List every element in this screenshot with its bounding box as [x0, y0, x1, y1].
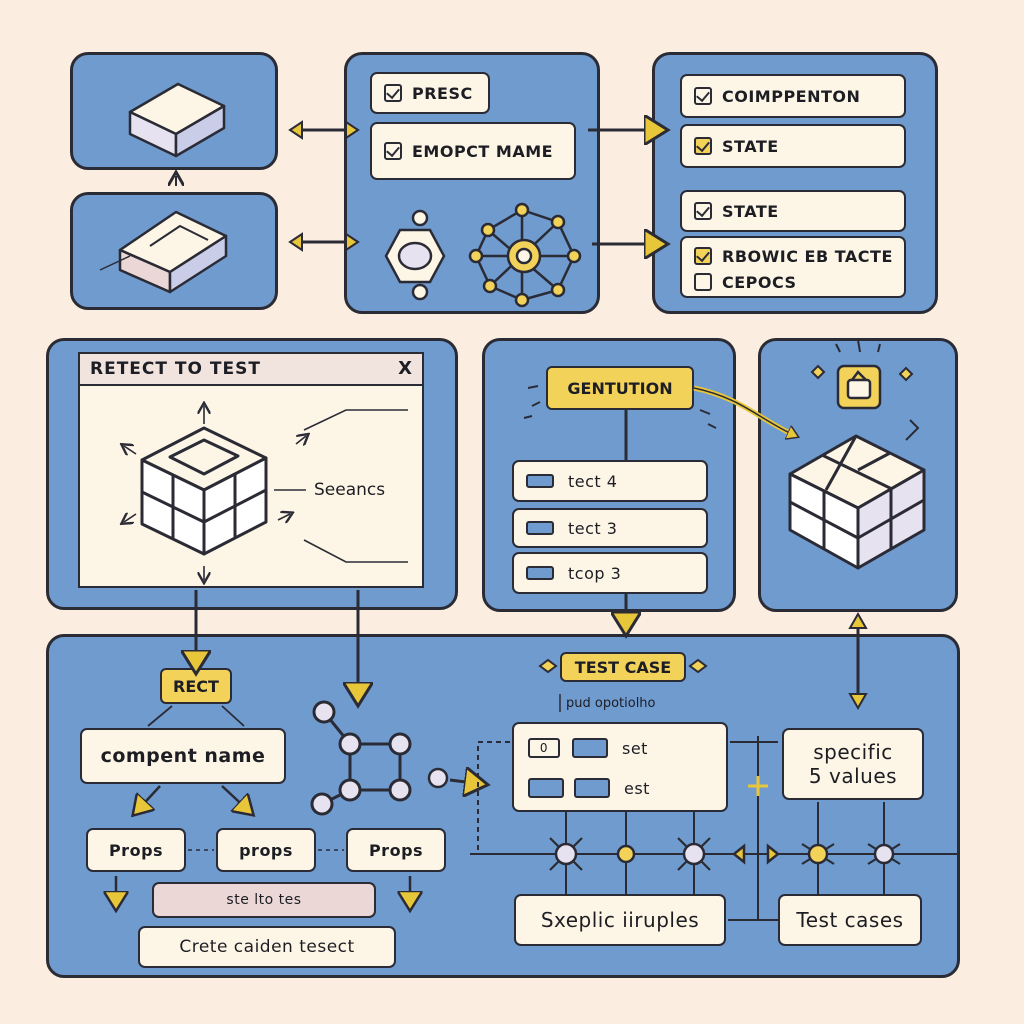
checkbox-icon[interactable] — [384, 142, 402, 160]
props-arrows — [116, 785, 410, 906]
component-name-label: compent name — [100, 745, 266, 767]
checkbox-icon[interactable] — [384, 84, 402, 102]
plus-marks — [748, 776, 768, 796]
rubik-cube-icon — [140, 426, 268, 556]
state-bar[interactable]: ste lto tes — [152, 882, 376, 918]
generation-tag[interactable]: GENTUTION — [546, 366, 694, 410]
component-card[interactable]: COIMPPENTON — [680, 74, 906, 118]
gen-list-item-3[interactable]: tcop 3 — [512, 552, 708, 594]
name-field-label: EMOPCT MAME — [412, 141, 554, 161]
est-label: est — [624, 778, 650, 798]
checkbox-icon[interactable] — [694, 202, 712, 220]
zero-box[interactable]: 0 — [528, 738, 560, 758]
sparkle-marks — [523, 385, 717, 429]
props-label-3: Props — [368, 840, 424, 860]
tile-icon — [118, 210, 228, 294]
double-arrow-1 — [288, 120, 360, 140]
checkbox-icon[interactable] — [694, 247, 712, 265]
toggle-icon[interactable] — [572, 738, 608, 758]
diamond-icons — [810, 339, 920, 441]
window-side-label: Seeancs — [314, 480, 386, 500]
flow-lines — [470, 736, 960, 921]
specific-label-2: 5 values — [808, 764, 898, 788]
gen-list-label-3: tcop 3 — [568, 563, 622, 583]
test-cases-box[interactable]: Test cases — [778, 894, 922, 946]
state-label-1: STATE — [722, 136, 779, 156]
reactive-state-card[interactable]: RBOWIC EB TACTE CEPOCS — [680, 236, 906, 298]
create-box[interactable]: Crete caiden tesect — [138, 926, 396, 968]
flow-nodes — [549, 837, 901, 871]
vertical-double-arrow — [848, 611, 868, 711]
create-box-label: Crete caiden tesect — [179, 937, 355, 957]
props-box-3[interactable]: Props — [346, 828, 446, 872]
specific-label-1: specific — [813, 740, 893, 764]
gen-list-item-2[interactable]: tect 3 — [512, 508, 708, 548]
double-arrow-2 — [288, 232, 360, 252]
state-bar-label: ste lto tes — [226, 892, 302, 908]
component-name-box[interactable]: compent name — [80, 728, 286, 784]
presc-label: PRESC — [412, 83, 473, 103]
set-card[interactable]: 0 set est — [512, 722, 728, 812]
zero-label: 0 — [539, 741, 549, 755]
reactive-state-label-2: CEPOCS — [722, 272, 797, 292]
state-card-1[interactable]: STATE — [680, 124, 906, 168]
state-card-2[interactable]: STATE — [680, 190, 906, 232]
gen-list-label-2: tect 3 — [568, 518, 618, 538]
lock-icon — [836, 364, 882, 410]
node-dot-icon — [427, 767, 449, 789]
gen-list-label-1: tect 4 — [568, 471, 618, 491]
checkbox-icon[interactable] — [694, 137, 712, 155]
close-icon[interactable]: X — [398, 358, 412, 379]
checkbox-empty-icon[interactable] — [694, 273, 712, 291]
window-title-bar: RETECT TO TEST — [80, 354, 422, 386]
window-title: RETECT TO TEST — [90, 359, 261, 379]
network-icon — [468, 202, 582, 308]
test-cases-label: Test cases — [796, 908, 904, 932]
sxeplic-label: Sxeplic iiruples — [540, 908, 700, 932]
sxeplic-box[interactable]: Sxeplic iiruples — [514, 894, 726, 946]
result-cube-icon — [788, 434, 926, 570]
props-box-1[interactable]: Props — [86, 828, 186, 872]
toggle-icon[interactable] — [526, 474, 554, 488]
molecule-icon — [310, 700, 412, 816]
state-label-2: STATE — [722, 201, 779, 221]
toggle-icon[interactable] — [526, 566, 554, 580]
gen-list-item-1[interactable]: tect 4 — [512, 460, 708, 502]
toggle-icon[interactable] — [526, 521, 554, 535]
window-arrows — [124, 406, 408, 580]
name-field-card[interactable]: EMOPCT MAME — [370, 122, 576, 180]
checkbox-icon[interactable] — [694, 87, 712, 105]
test-case-subtitle: pud opotiolho — [566, 696, 656, 711]
test-case-tag[interactable]: TEST CASE — [560, 652, 686, 682]
props-label-1: Props — [108, 840, 164, 860]
cube-icon — [128, 82, 226, 158]
specific-values-box[interactable]: specific 5 values — [782, 728, 924, 800]
toggle-icon[interactable] — [574, 778, 610, 798]
toggle-icon[interactable] — [528, 778, 564, 798]
props-label-2: props — [239, 840, 293, 860]
component-label: COIMPPENTON — [722, 86, 861, 106]
test-case-diamonds — [538, 658, 708, 674]
reactive-state-label-1: RBOWIC EB TACTE — [722, 246, 893, 266]
props-box-2[interactable]: props — [216, 828, 316, 872]
presc-card[interactable]: PRESC — [370, 72, 490, 114]
hex-node-icon — [384, 209, 446, 301]
set-label: set — [622, 738, 648, 758]
